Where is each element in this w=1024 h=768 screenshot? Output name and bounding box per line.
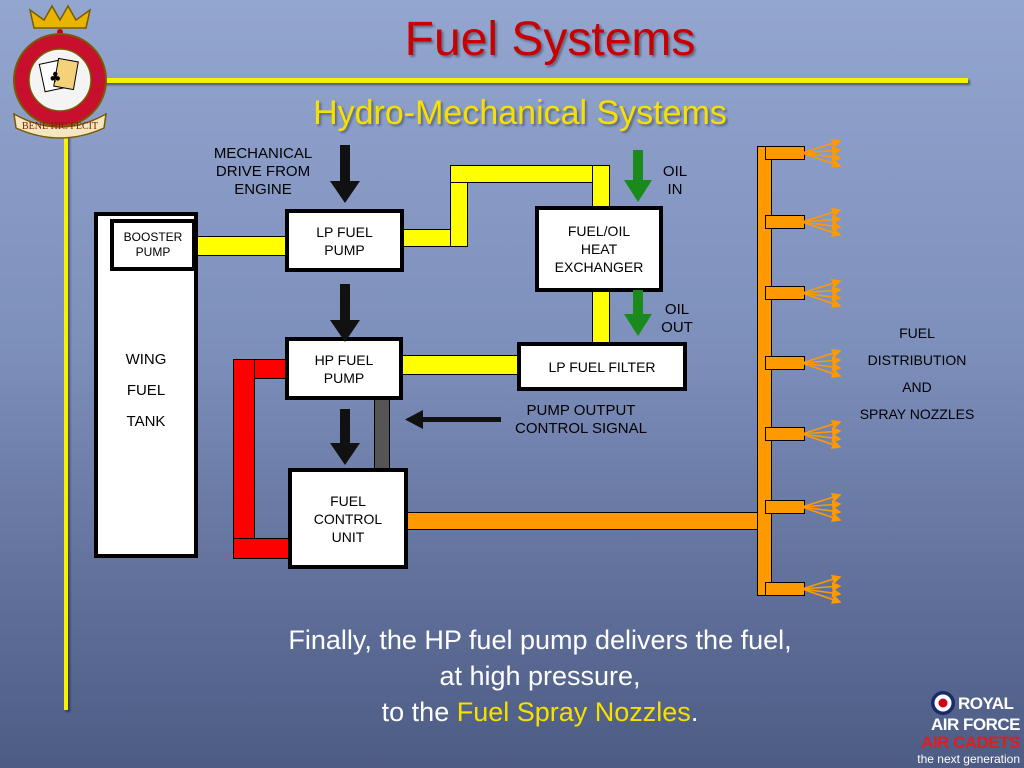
caption-highlight: Fuel Spray Nozzles [456,697,691,727]
fcu-label: FUEL [330,492,366,509]
fcu-label: CONTROL [313,510,383,527]
pipe-hp-down [233,359,255,559]
control-signal-arrow [405,410,501,429]
page-subtitle: Hydro-Mechanical Systems [313,94,727,132]
nozzle-branch [765,286,805,300]
lp-pump-label: LP FUEL [316,223,373,240]
tank-label: WING [125,351,167,368]
page-title: Fuel Systems [404,13,696,66]
tank-label: FUEL [126,382,166,399]
nozzle-branch [765,500,805,514]
fuel-distribution-label: FUEL DISTRIBUTION AND SPRAY NOZZLES [859,325,975,422]
roundel-icon [931,691,955,715]
heat-exchanger-label: HEAT [580,241,618,257]
heat-exchanger-label: EXCHANGER [554,259,644,275]
drive-arrows [330,145,360,465]
left-rule [64,82,68,710]
caption-text: Finally, the HP fuel pump delivers the f… [288,625,792,727]
booster-pump: BOOSTER PUMP [110,219,196,271]
control-link [374,398,390,471]
heat-exchanger-label: FUEL/OIL [567,223,631,239]
oil-out-label: OIL OUT [661,301,693,336]
pipe-fcu-to-manifold [405,512,765,530]
header-rule [64,78,968,83]
hp-fuel-pump: HP FUEL PUMP [285,337,403,400]
fuel-oil-heat-exchanger: FUEL/OIL HEAT EXCHANGER [535,206,663,292]
pipe-heat-exchanger-to-filter [592,289,610,345]
spray-nozzle-fans [801,138,842,604]
svg-text:BENE HIC FECIT: BENE HIC FECIT [22,121,98,132]
pipe-booster-to-lp-pump [193,236,289,256]
manifold-vertical [757,146,772,596]
hp-pump-label: PUMP [323,369,365,386]
lp-pump-label: PUMP [324,241,365,258]
nozzle-branch [765,427,805,441]
svg-text:♣: ♣ [49,70,62,86]
nozzle-branch [765,146,805,160]
fuel-control-unit: FUEL CONTROL UNIT [288,468,408,569]
pipe-top-run [450,165,610,183]
fcu-label: UNIT [331,528,365,545]
oil-in-label: OIL IN [662,163,688,198]
pump-output-label: PUMP OUTPUT CONTROL SIGNAL [515,402,647,437]
nozzle-branch [765,215,805,229]
lp-filter-label: LP FUEL FILTER [548,358,656,375]
pipe-filter-to-hp-pump [400,355,520,375]
pipe-hp-to-fcu [233,538,293,559]
lp-fuel-filter: LP FUEL FILTER [517,342,687,391]
booster-pump-label: BOOSTER [123,230,183,244]
pipe-down-to-heat-exchanger [592,165,610,210]
mechanical-drive-label: MECHANICAL DRIVE FROM ENGINE [213,145,313,198]
nozzle-branch [765,582,805,596]
squadron-badge-logo: ♣ BENE HIC FECIT [13,4,107,139]
lp-fuel-pump: LP FUEL PUMP [285,209,404,272]
nozzle-branch [765,356,805,370]
oil-arrows [624,150,652,336]
hp-pump-label: HP FUEL [314,351,374,368]
booster-pump-label: PUMP [135,245,171,259]
tank-label: TANK [126,413,166,430]
